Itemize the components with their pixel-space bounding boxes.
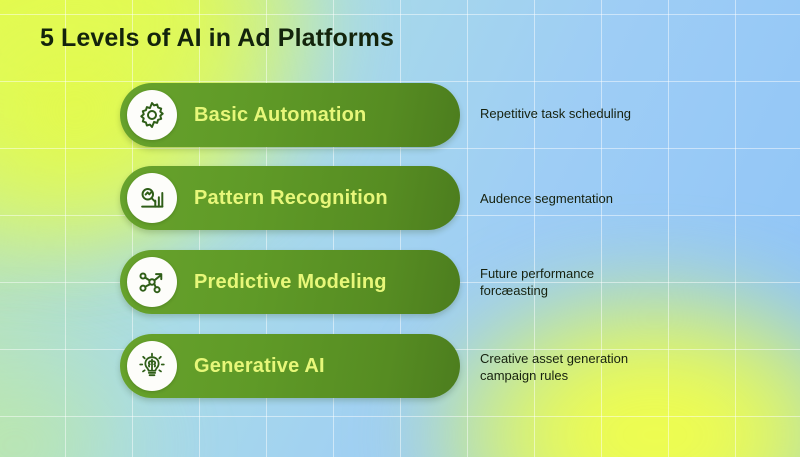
level-description: Audence segmentation <box>480 191 613 206</box>
page-title: 5 Levels of AI in Ad Platforms <box>40 24 395 52</box>
level-row: Predictive Modeling Future performance f… <box>0 250 800 320</box>
network-trend-icon <box>127 257 177 307</box>
chart-magnifier-icon <box>127 173 177 223</box>
level-label: Basic Automation <box>194 103 367 126</box>
level-row: Generative AI Creative asset generation … <box>0 334 800 404</box>
level-pill-predictive-modeling[interactable]: Predictive Modeling <box>120 250 460 314</box>
level-description: Creative asset generation campaign rules <box>480 351 629 383</box>
level-pill-basic-automation[interactable]: Basic Automation <box>120 83 460 147</box>
level-pill-generative-ai[interactable]: Generative AI <box>120 334 460 398</box>
level-label: Generative AI <box>194 354 325 377</box>
level-row: Basic Automation Repetitive task schedul… <box>0 83 800 153</box>
level-description: Repetitive task scheduling <box>480 106 632 121</box>
level-pill-pattern-recognition[interactable]: Pattern Recognition <box>120 166 460 230</box>
level-label: Pattern Recognition <box>194 186 388 209</box>
level-description: Future performance forcæasting <box>480 266 595 298</box>
brain-bulb-icon <box>127 341 177 391</box>
level-row: Pattern Recognition Audence segmentation <box>0 166 800 236</box>
level-label: Predictive Modeling <box>194 270 387 293</box>
gear-icon <box>127 90 177 140</box>
